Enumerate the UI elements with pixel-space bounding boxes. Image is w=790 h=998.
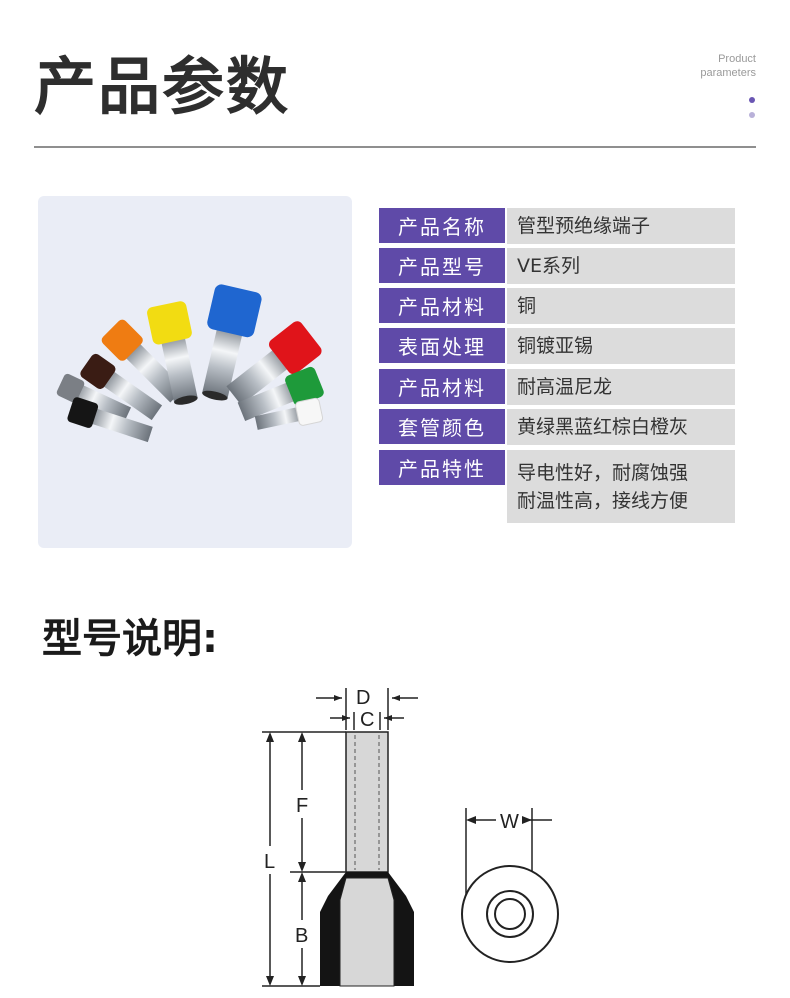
end-view-outer — [461, 865, 559, 963]
decor-dot — [749, 112, 755, 118]
product-photo — [38, 196, 352, 548]
spec-label: 产品材料 — [379, 288, 505, 323]
subtitle-line-1: Product — [718, 53, 756, 65]
spec-label: 产品材料 — [379, 369, 505, 404]
dim-label-d: D — [356, 687, 370, 709]
spec-value: 耐高温尼龙 — [507, 369, 735, 405]
spec-row-name: 产品名称 管型预绝缘端子 — [379, 208, 735, 244]
ferrule-green — [237, 366, 324, 421]
dim-label-f: F — [296, 795, 308, 817]
spec-label: 表面处理 — [379, 328, 505, 363]
dim-label-l: L — [264, 851, 275, 873]
ferrule-blue — [202, 284, 262, 401]
spec-row-material: 产品材料 铜 — [379, 288, 735, 324]
dim-label-b: B — [295, 925, 308, 947]
spec-row-sleeve-color: 套管颜色 黄绿黑蓝红棕白橙灰 — [379, 409, 735, 445]
spec-value-line-1: 导电性好，耐腐蚀强 — [517, 461, 689, 484]
ferrule-orange — [101, 319, 185, 403]
page-title: 产品参数 — [34, 50, 291, 123]
spec-value: 铜镀亚锡 — [507, 328, 735, 364]
spec-value: 黄绿黑蓝红棕白橙灰 — [507, 409, 735, 445]
ferrule-black — [67, 397, 153, 443]
dim-label-w: W — [500, 811, 519, 833]
spec-row-features: 产品特性 导电性好，耐腐蚀强 耐温性高，接线方便 — [379, 450, 735, 523]
ferrule-white — [254, 397, 324, 430]
dim-label-c: C — [360, 709, 374, 731]
header-divider — [34, 146, 756, 148]
spec-value: VE系列 — [507, 248, 735, 284]
spec-value-line-2: 耐温性高，接线方便 — [517, 489, 689, 512]
spec-label: 套管颜色 — [379, 409, 505, 444]
ferrule-brown — [80, 353, 163, 421]
ferrule-red — [226, 321, 322, 406]
ferrule-yellow — [147, 301, 198, 405]
section-title: 型号说明: — [42, 616, 218, 662]
page-subtitle: Product parameters — [666, 52, 756, 80]
spec-label: 产品名称 — [379, 208, 505, 243]
spec-value: 铜 — [507, 288, 735, 324]
end-view-inner — [494, 898, 526, 930]
spec-value: 管型预绝缘端子 — [507, 208, 735, 244]
decor-dot — [749, 97, 755, 103]
end-view-middle — [486, 890, 534, 938]
spec-value: 导电性好，耐腐蚀强 耐温性高，接线方便 — [507, 450, 735, 523]
spec-row-sleeve-material: 产品材料 耐高温尼龙 — [379, 369, 735, 405]
spec-label: 产品型号 — [379, 248, 505, 283]
subtitle-line-2: parameters — [700, 67, 756, 79]
spec-label: 产品特性 — [379, 450, 505, 485]
ferrule-collar — [320, 872, 414, 986]
ferrule-grey — [56, 373, 132, 422]
spec-row-model: 产品型号 VE系列 — [379, 248, 735, 284]
ferrule-tube — [345, 731, 389, 873]
spec-row-surface: 表面处理 铜镀亚锡 — [379, 328, 735, 364]
